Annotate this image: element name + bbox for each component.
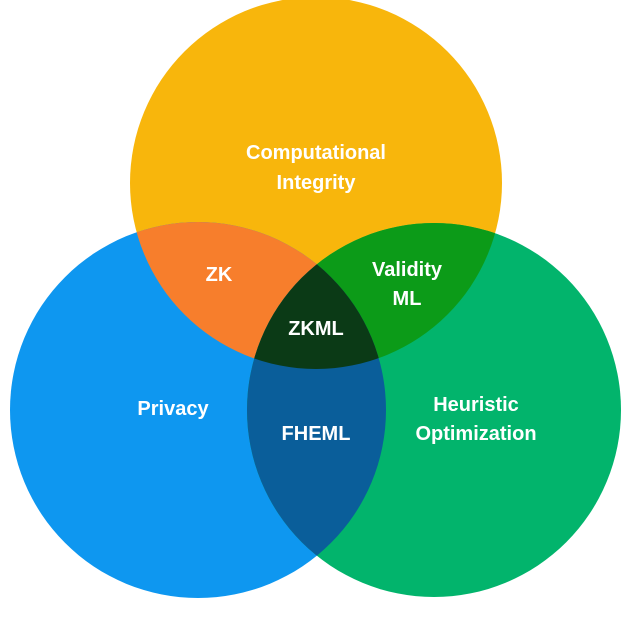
label-computational: Computational xyxy=(246,142,386,164)
label-zkml: ZKML xyxy=(288,318,344,340)
label-integrity: Integrity xyxy=(277,172,357,194)
label-fheml: FHEML xyxy=(282,423,351,445)
region-zkml xyxy=(247,223,386,369)
label-ml: ML xyxy=(393,288,422,310)
label-heuristic: Heuristic xyxy=(433,394,519,416)
label-zk: ZK xyxy=(206,264,233,286)
label-privacy: Privacy xyxy=(137,398,209,420)
label-optimization: Optimization xyxy=(415,423,536,445)
label-validity: Validity xyxy=(372,259,443,281)
